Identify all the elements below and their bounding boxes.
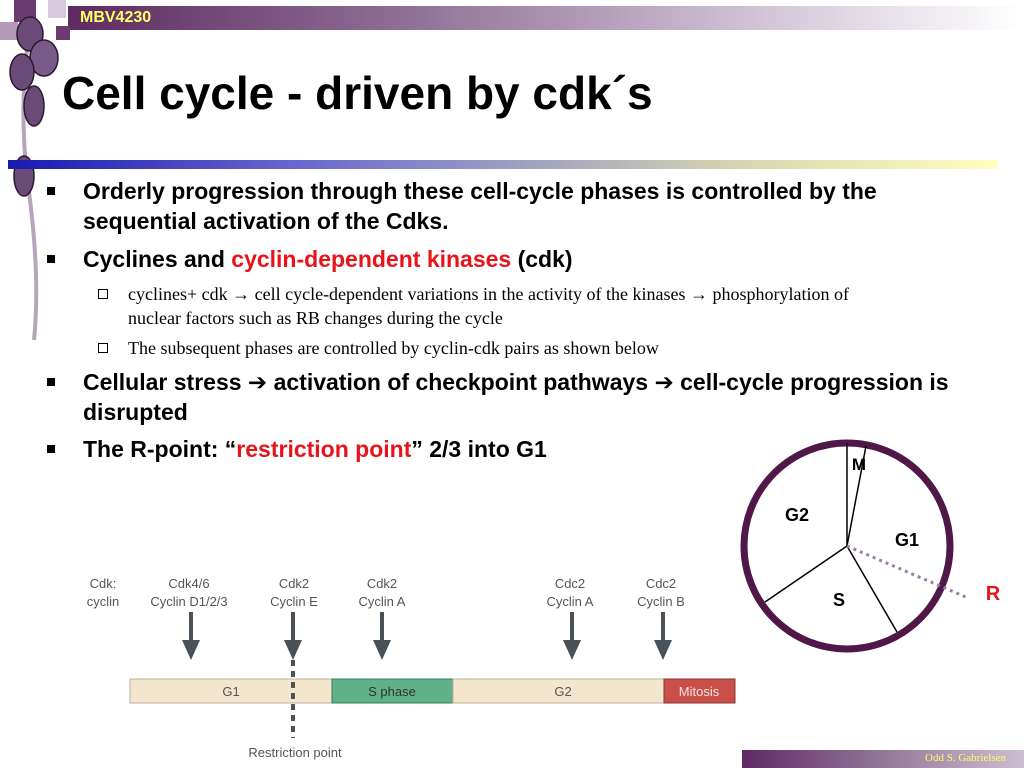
pair-cdk-label: Cdk4/6 — [168, 576, 209, 591]
phase-label: G2 — [554, 684, 571, 699]
cell-cycle-circle: M G2 G1 S R — [740, 439, 1001, 653]
deco-square — [56, 26, 70, 40]
cycle-divider — [846, 445, 867, 547]
bullet-orderly-progression: Orderly progression through these cell-c… — [47, 176, 993, 236]
restriction-point-label: Restriction point — [248, 745, 342, 760]
pair-arrow-icon — [182, 612, 200, 660]
restriction-point-line — [846, 544, 969, 600]
sub-bullet-phases: The subsequent phases are controlled by … — [98, 336, 888, 360]
pair-cyclin-label: Cyclin B — [637, 594, 685, 609]
bullet-text: (cdk) — [511, 246, 573, 272]
bullet-text: The R-point: “ — [83, 436, 237, 462]
arrow-icon: ➔ — [654, 369, 674, 395]
phase-s-label: S — [833, 590, 845, 610]
decorative-beads — [0, 0, 70, 341]
pair-cyclin-label: Cyclin A — [359, 594, 406, 609]
bullet-text: activation of checkpoint pathways — [267, 369, 655, 395]
sub-bullet-variations: cyclines+ cdk → cell cycle-dependent var… — [98, 282, 888, 330]
pair-cyclin-label: Cyclin D1/2/3 — [150, 594, 227, 609]
pair-arrow-icon — [654, 612, 672, 660]
deco-square — [0, 22, 18, 40]
phase-mitosis-bar — [663, 678, 736, 704]
slide-title: Cell cycle - driven by cdk´s — [62, 67, 653, 119]
arrow-icon: ➔ — [247, 369, 268, 395]
pair-cyclin-label: Cyclin E — [270, 594, 318, 609]
phase-g2-label: G2 — [785, 505, 809, 525]
author-name: Odd S. Gabrielsen — [925, 752, 1006, 764]
phase-label: G1 — [222, 684, 239, 699]
cycle-divider — [764, 545, 848, 603]
course-code: MBV4230 — [80, 9, 152, 26]
footer-bar — [742, 750, 1024, 768]
phase-s-bar — [331, 678, 454, 704]
pair-cdk-label: Cdk2 — [279, 576, 309, 591]
pair-cdk-label: Cdc2 — [646, 576, 676, 591]
pair-arrow-icon — [284, 612, 302, 660]
restriction-r-label: R — [986, 583, 1001, 605]
bullet-r-point: The R-point: “restriction point” 2/3 int… — [47, 434, 683, 464]
deco-square — [48, 0, 66, 18]
bullet-text: Cyclines and — [83, 246, 232, 272]
bullet-text: Cellular stress — [83, 369, 248, 395]
deco-bead — [23, 85, 45, 127]
cdk-header-label: Cdk: — [90, 576, 117, 591]
bullet-text: cell-cycle progression is disrupted — [83, 369, 949, 425]
phase-label: Mitosis — [679, 684, 720, 699]
cyclin-header-label: cyclin — [87, 594, 120, 609]
title-rule — [8, 160, 998, 169]
phase-g1-bar — [129, 678, 333, 704]
header-bar — [68, 6, 1024, 30]
deco-bead — [9, 53, 35, 91]
timeline-diagram: Cdk: cyclin Cdk4/6 Cyclin D1/2/3 Cdk2 Cy… — [87, 576, 736, 760]
phase-m-label: M — [852, 455, 866, 474]
bullet-text: ” 2/3 into G1 — [411, 436, 547, 462]
pair-cdk-label: Cdk2 — [367, 576, 397, 591]
pair-arrow-icon — [563, 612, 581, 660]
highlight-text: cyclin-dependent kinases — [231, 246, 512, 272]
cycle-divider — [846, 545, 898, 633]
pair-cyclin-label: Cyclin A — [547, 594, 594, 609]
highlight-text: restriction point — [236, 436, 412, 462]
pair-cdk-label: Cdc2 — [555, 576, 585, 591]
phase-label: S phase — [368, 684, 416, 699]
bullet-cyclines: Cyclines and cyclin-dependent kinases (c… — [47, 244, 993, 274]
bullet-cellular-stress: Cellular stress ➔ activation of checkpoi… — [47, 367, 993, 427]
phase-g2-bar — [452, 678, 665, 704]
phase-g1-label: G1 — [895, 530, 919, 550]
pair-arrow-icon — [373, 612, 391, 660]
